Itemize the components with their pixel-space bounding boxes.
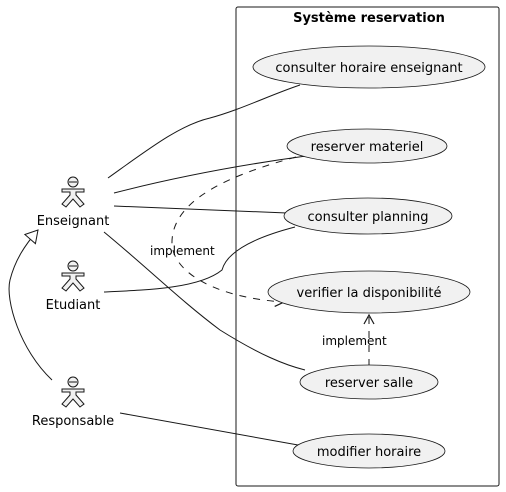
svg-text:consulter planning: consulter planning [308,210,429,225]
usecase-consulter-planning: consulter planning [283,197,453,235]
actor-enseignant: Enseignant [37,176,110,229]
implement-label-1: implement [150,244,215,258]
svg-text:reserver materiel: reserver materiel [311,140,424,155]
generalization-responsable-enseignant [8,229,53,381]
actor-label: Responsable [32,414,114,429]
system-title: Système reservation [293,11,445,26]
actor-figure-icon [61,260,85,292]
svg-text:modifier horaire: modifier horaire [317,445,421,460]
usecase-verifier-la-disponibilite: verifier la disponibilité [267,270,471,314]
usecase-reserver-materiel: reserver materiel [286,128,448,164]
svg-text:reserver salle: reserver salle [325,376,413,391]
assoc-enseignant-reserver-salle [103,231,306,371]
assoc-enseignant-reserver-materiel [113,155,307,194]
implement-label-2: implement [322,334,387,348]
dep-reserver-materiel-verifier [171,156,297,307]
actor-responsable: Responsable [32,376,114,429]
system-boundary [235,6,500,487]
svg-text:consulter horaire enseignant: consulter horaire enseignant [275,61,462,76]
svg-text:verifier la disponibilité: verifier la disponibilité [297,286,442,301]
assoc-enseignant-consulter-planning [113,205,288,214]
usecase-modifier-horaire: modifier horaire [292,433,446,469]
assoc-responsable-modifier-horaire [119,412,299,446]
assoc-enseignant-consulter-horaire [107,84,301,179]
actor-figure-icon [61,176,85,208]
actor-etudiant: Etudiant [46,260,101,313]
actor-label: Enseignant [37,214,110,229]
usecase-reserver-salle: reserver salle [299,364,439,400]
usecase-consulter-horaire-enseignant: consulter horaire enseignant [252,45,486,89]
assoc-etudiant-consulter-planning [103,226,296,293]
actor-figure-icon [61,376,85,408]
actor-label: Etudiant [46,298,101,313]
